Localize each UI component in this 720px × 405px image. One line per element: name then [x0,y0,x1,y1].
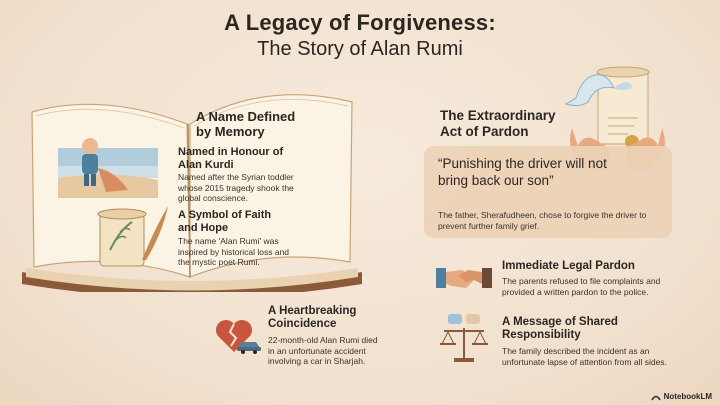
quote-card [424,146,672,238]
section-honour-heading: Named in Honour of Alan Kurdi [178,146,284,171]
pardon-heading: The Extraordinary Act of Pardon [440,108,556,139]
section-honour-text: Named after the Syrian toddler whose 201… [178,172,294,204]
shared-heading: A Message of Shared Responsibility [502,316,618,342]
coincidence-text: 22-month-old Alan Rumi died in an unfort… [268,335,378,367]
title-line-2: The Story of Alan Rumi [257,38,463,60]
pardon-text: The father, Sherafudheen, chose to forgi… [438,210,647,231]
notebooklm-logo-icon [650,395,661,400]
legal-text: The parents refused to file complaints a… [502,276,661,297]
shared-text: The family described the incident as an … [502,346,667,367]
scroll-quill-icon [97,206,168,267]
legal-heading: Immediate Legal Pardon [502,260,635,272]
pardon-quote: “Punishing the driver will not bring bac… [438,156,607,188]
car-icon [237,342,261,354]
coincidence-heading: A Heartbreaking Coincidence [268,305,357,331]
title-line-1: A Legacy of Forgiveness: [224,10,496,35]
section-faith-heading: A Symbol of Faith and Hope [178,209,272,234]
broken-heart-icon [216,320,252,352]
brand-label: NotebookLM [663,392,712,401]
toddler-illustration [58,138,158,198]
section-faith-text: The name 'Alan Rumi' was inspired by his… [178,236,290,268]
book-heading: A Name Defined by Memory [196,109,296,139]
scales-icon [440,314,488,362]
handshake-icon [436,268,492,288]
brand-logo: NotebookLM [650,392,712,401]
